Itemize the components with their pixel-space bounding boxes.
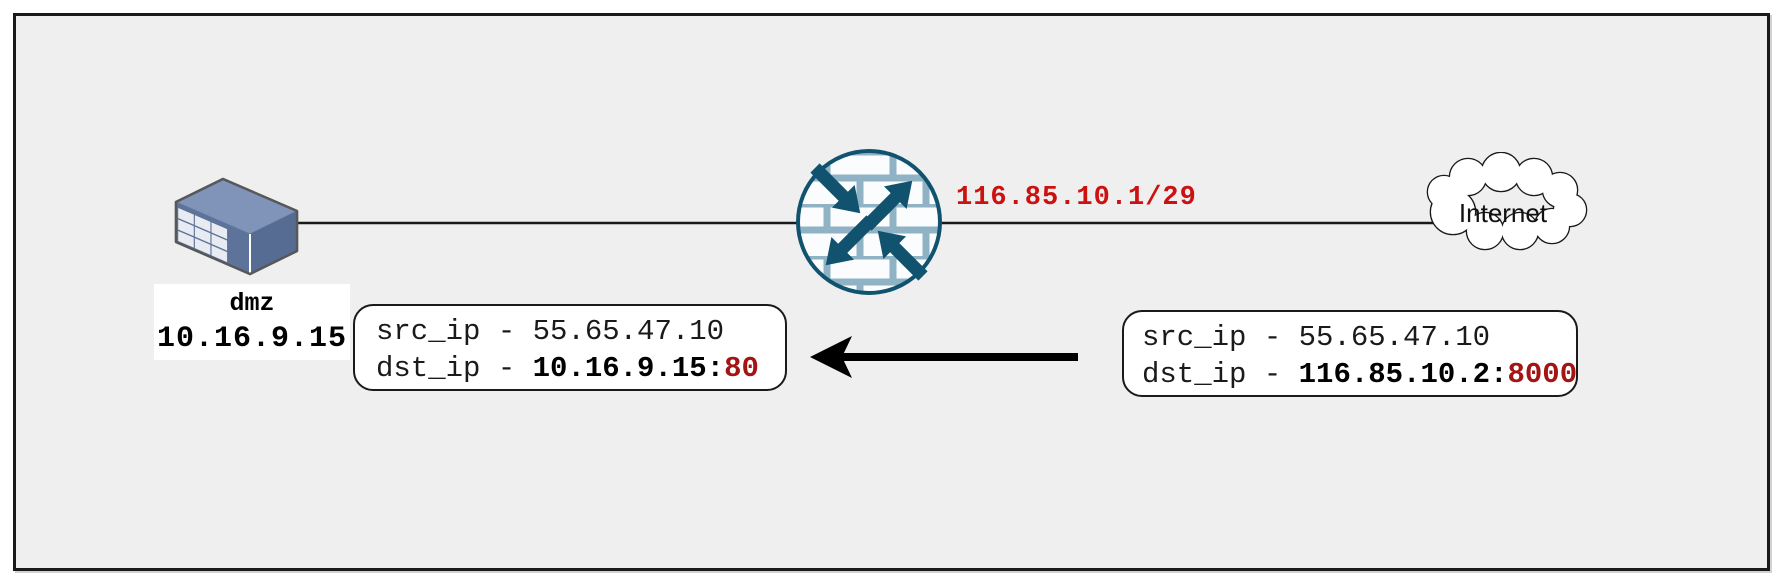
packet-box-original: src_ip - 55.65.47.10 dst_ip - 116.85.10.… (1122, 310, 1578, 397)
dst-colon: : (1490, 358, 1508, 391)
dst-port: 8000 (1507, 358, 1578, 391)
dst-prefix: dst_ip - (1142, 358, 1299, 391)
dst-ip: 116.85.10.2 (1298, 358, 1491, 391)
internet-cloud-icon (1426, 152, 1588, 251)
server-zone-name: dmz (229, 289, 275, 318)
dst-port: 80 (724, 352, 759, 385)
server-ip: 10.16.9.15 (156, 322, 348, 356)
packet-src-line: src_ip - 55.65.47.10 (376, 315, 725, 348)
server-label: dmz 10.16.9.15 (154, 284, 350, 360)
dst-prefix: dst_ip - (376, 352, 533, 385)
packet-dst-line: dst_ip - 10.16.9.15:80 (376, 350, 785, 387)
firewall-brick-arrows-icon (796, 149, 942, 295)
firewall-wan-ip-label: 116.85.10.1/29 (956, 183, 1197, 213)
packet-dst-line: dst_ip - 116.85.10.2:8000 (1142, 356, 1578, 393)
internet-label: Internet (1458, 198, 1548, 228)
dst-colon: : (706, 352, 725, 385)
server-panel-grid (178, 207, 228, 263)
dst-ip: 10.16.9.15 (532, 352, 707, 385)
packet-src-line: src_ip - 55.65.47.10 (1142, 321, 1491, 354)
server-3d-icon (174, 177, 299, 276)
packet-box-translated: src_ip - 55.65.47.10 dst_ip - 10.16.9.15… (353, 304, 787, 391)
